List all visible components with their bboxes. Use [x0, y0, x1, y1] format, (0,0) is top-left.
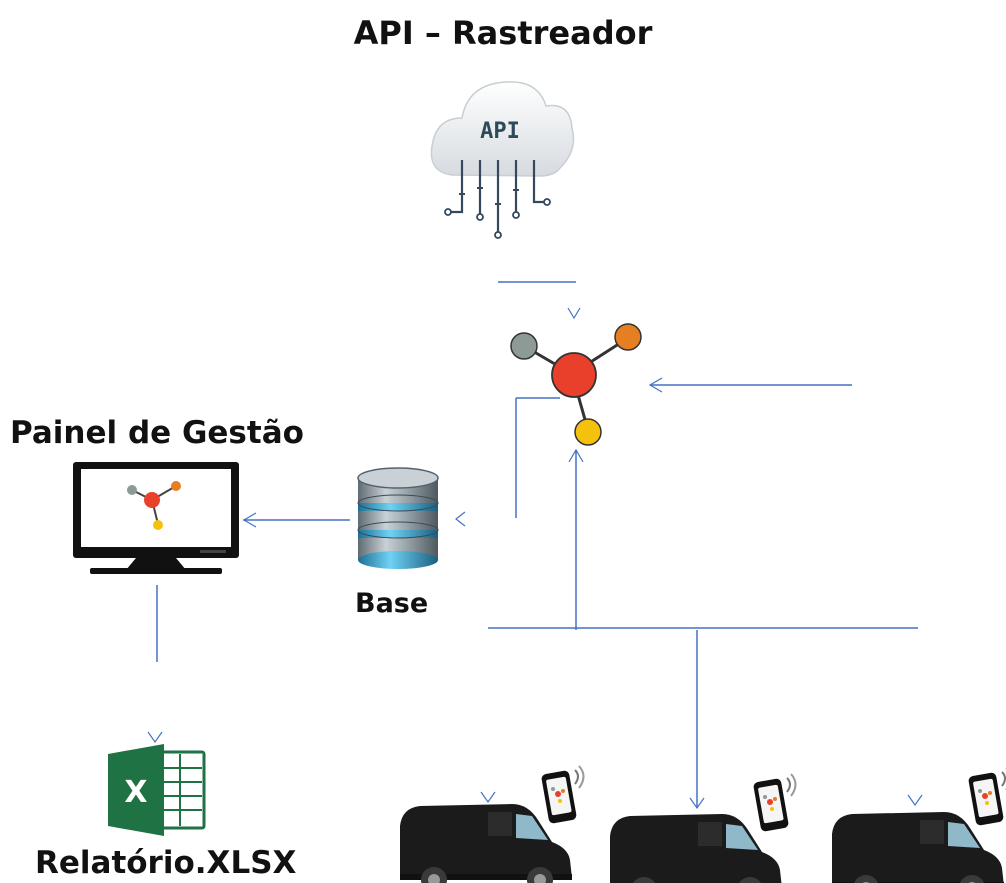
cloud-api-icon: API: [430, 81, 575, 239]
arrow-into-base: [455, 511, 466, 527]
hub-network-icon: [510, 323, 642, 446]
arrow-into-painel: [242, 512, 257, 528]
excel-icon: X: [108, 744, 206, 836]
database-icon: [357, 467, 439, 569]
arrow-right-into-hub: [648, 377, 663, 393]
base-title: Base: [355, 588, 429, 619]
phone-icon-2: [751, 773, 797, 834]
phone-icon-1: [539, 765, 585, 826]
arrow-up-into-hub: [568, 448, 584, 463]
connector-lines: [156, 281, 918, 808]
painel-de-gestao-title: Painel de Gestão: [10, 415, 304, 451]
relatorio-title: Relatório.XLSX: [35, 845, 297, 881]
arrow-van-1: [480, 791, 496, 804]
arrow-into-van-2: [689, 797, 705, 810]
monitor-icon: [73, 462, 239, 574]
vehicle-2: [610, 814, 782, 883]
vehicle-1: [400, 804, 572, 883]
cloud-api-text: API: [480, 119, 520, 144]
api-rastreador-title: API – Rastreador: [353, 14, 653, 52]
arrow-into-excel: [147, 731, 163, 744]
phone-icon-3: [966, 767, 1006, 828]
arrow-into-hub: [567, 307, 581, 320]
arrowheads: [147, 307, 923, 810]
excel-letter: X: [124, 775, 147, 810]
arrow-van-3: [907, 794, 923, 807]
